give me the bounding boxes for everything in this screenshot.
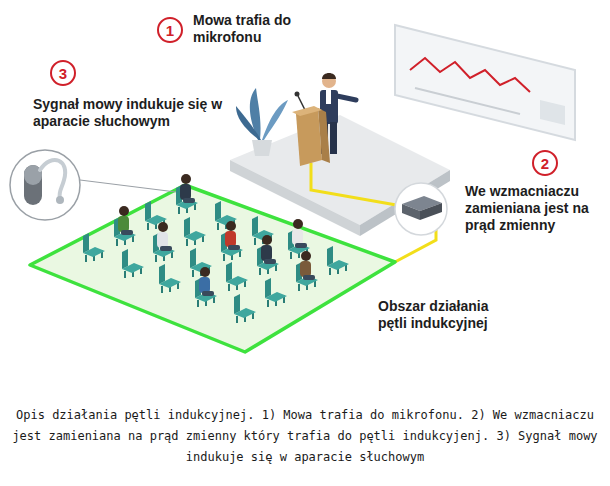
callout-number: 3: [59, 66, 67, 81]
amplifier: [395, 183, 447, 235]
podium: [292, 106, 330, 166]
hearing-aid-inset: [10, 150, 80, 220]
induction-loop: [30, 185, 395, 352]
presentation-screen: [395, 25, 575, 140]
audience: [118, 174, 315, 296]
callout-circle: 3: [50, 60, 76, 86]
chairs: [83, 185, 349, 323]
signal-wire: [311, 163, 402, 206]
callout-circle: 1: [157, 17, 183, 43]
callout-text: We wzmacniaczu zamieniana jest na prąd z…: [465, 183, 605, 234]
area-label: Obszar działania pętli indukcyjnej: [378, 298, 508, 332]
callout-number: 1: [166, 23, 174, 38]
stage-platform: [230, 115, 450, 236]
plant: [236, 88, 288, 156]
callout-text: Sygnał mowy indukuje się w aparacie słuc…: [33, 96, 268, 130]
callout-text: Mowa trafia do mikrofonu: [193, 12, 305, 46]
callout-number: 2: [541, 156, 549, 171]
leader-line: [80, 180, 176, 192]
figure-caption: Opis działania pętli indukcyjnej. 1) Mow…: [8, 405, 602, 468]
callout-circle: 2: [532, 150, 558, 176]
